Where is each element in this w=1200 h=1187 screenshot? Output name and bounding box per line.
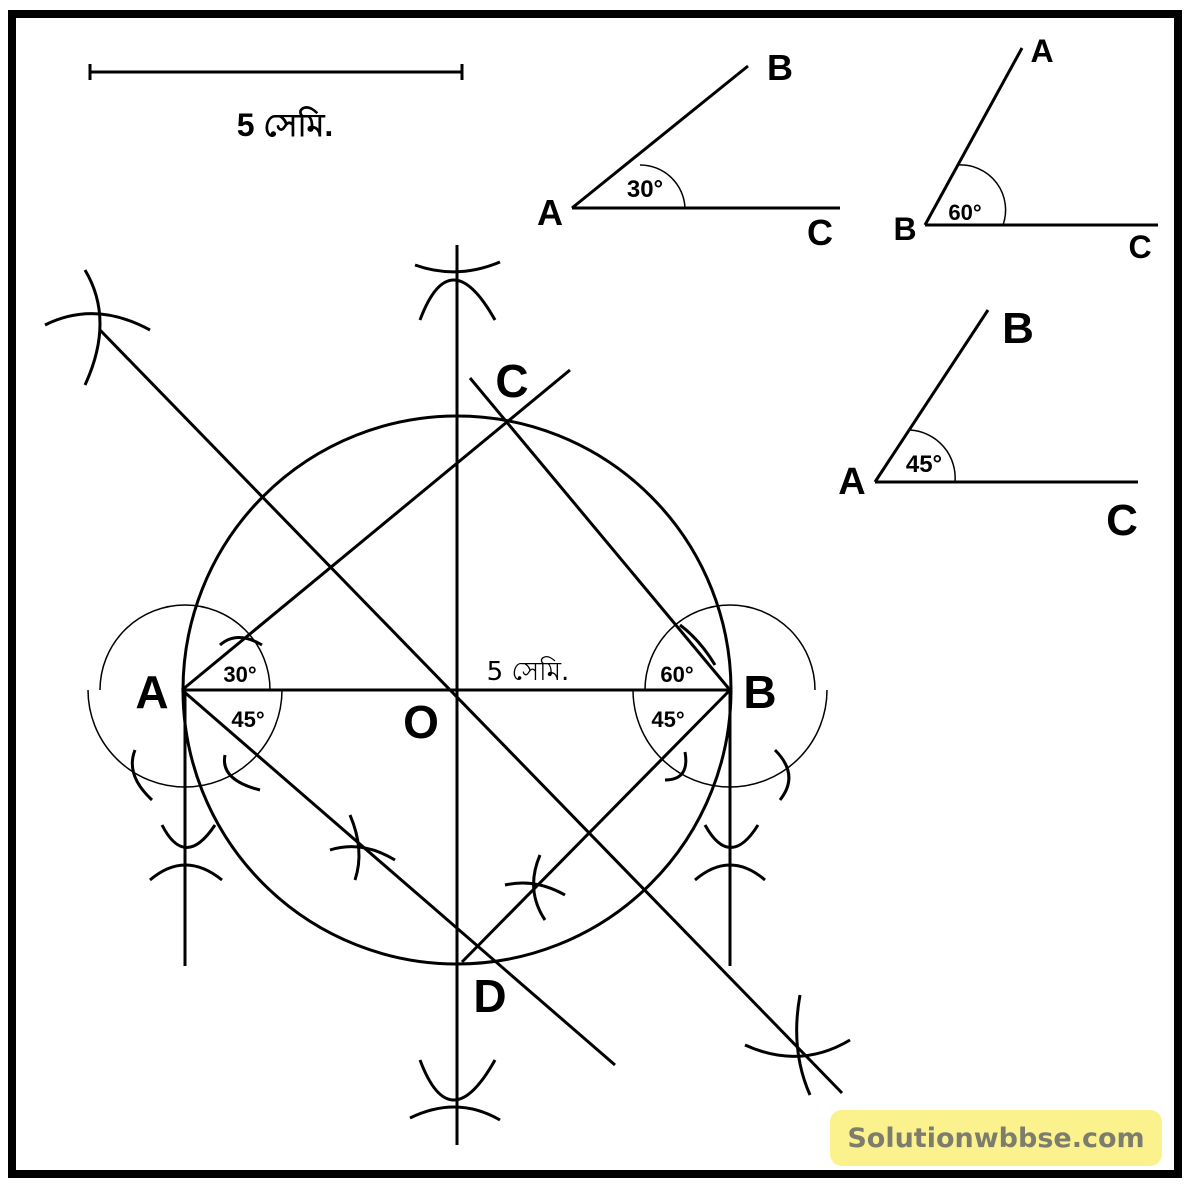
scale-bar: [88, 64, 464, 80]
svg-text:B: B: [767, 47, 793, 88]
intersection-arcs: [44, 260, 851, 1122]
diagonal-line: [98, 328, 844, 1095]
construction-arcs: [87, 164, 1007, 788]
point-B: B: [743, 666, 776, 718]
radius-label: 5 সেমি.: [487, 656, 570, 687]
point-D: D: [473, 970, 506, 1022]
svg-text:60°: 60°: [948, 200, 981, 225]
svg-text:C: C: [1128, 229, 1151, 265]
svg-text:45°: 45°: [906, 451, 942, 478]
angle-A-30: 30°: [223, 662, 256, 687]
scale-label: 5 সেমি.: [237, 105, 334, 143]
main-construction: [98, 245, 844, 1145]
reference-angle-45: A B C 45°: [838, 304, 1138, 545]
svg-text:30°: 30°: [627, 176, 663, 203]
line-BC: [468, 377, 732, 691]
svg-text:A: A: [1030, 33, 1053, 69]
line-AC: [181, 368, 571, 692]
svg-text:C: C: [1106, 496, 1138, 545]
reference-angle-30: A B C 30°: [537, 47, 840, 253]
angle-B-60: 60°: [660, 662, 693, 687]
svg-text:A: A: [537, 192, 563, 233]
line-BD: [460, 688, 732, 964]
angle-A-45: 45°: [231, 707, 264, 732]
frame: [8, 10, 1182, 1178]
svg-text:B: B: [1002, 304, 1034, 353]
point-C: C: [495, 355, 528, 407]
point-O: O: [403, 696, 439, 748]
watermark: Solutionwbbse.com: [830, 1110, 1162, 1166]
svg-text:A: A: [838, 461, 865, 503]
point-A: A: [135, 666, 168, 718]
svg-text:B: B: [893, 211, 916, 247]
line-AD: [181, 688, 616, 1067]
angle-B-45: 45°: [651, 707, 684, 732]
reference-angle-60: B A C 60°: [893, 33, 1158, 265]
svg-text:C: C: [807, 212, 833, 253]
